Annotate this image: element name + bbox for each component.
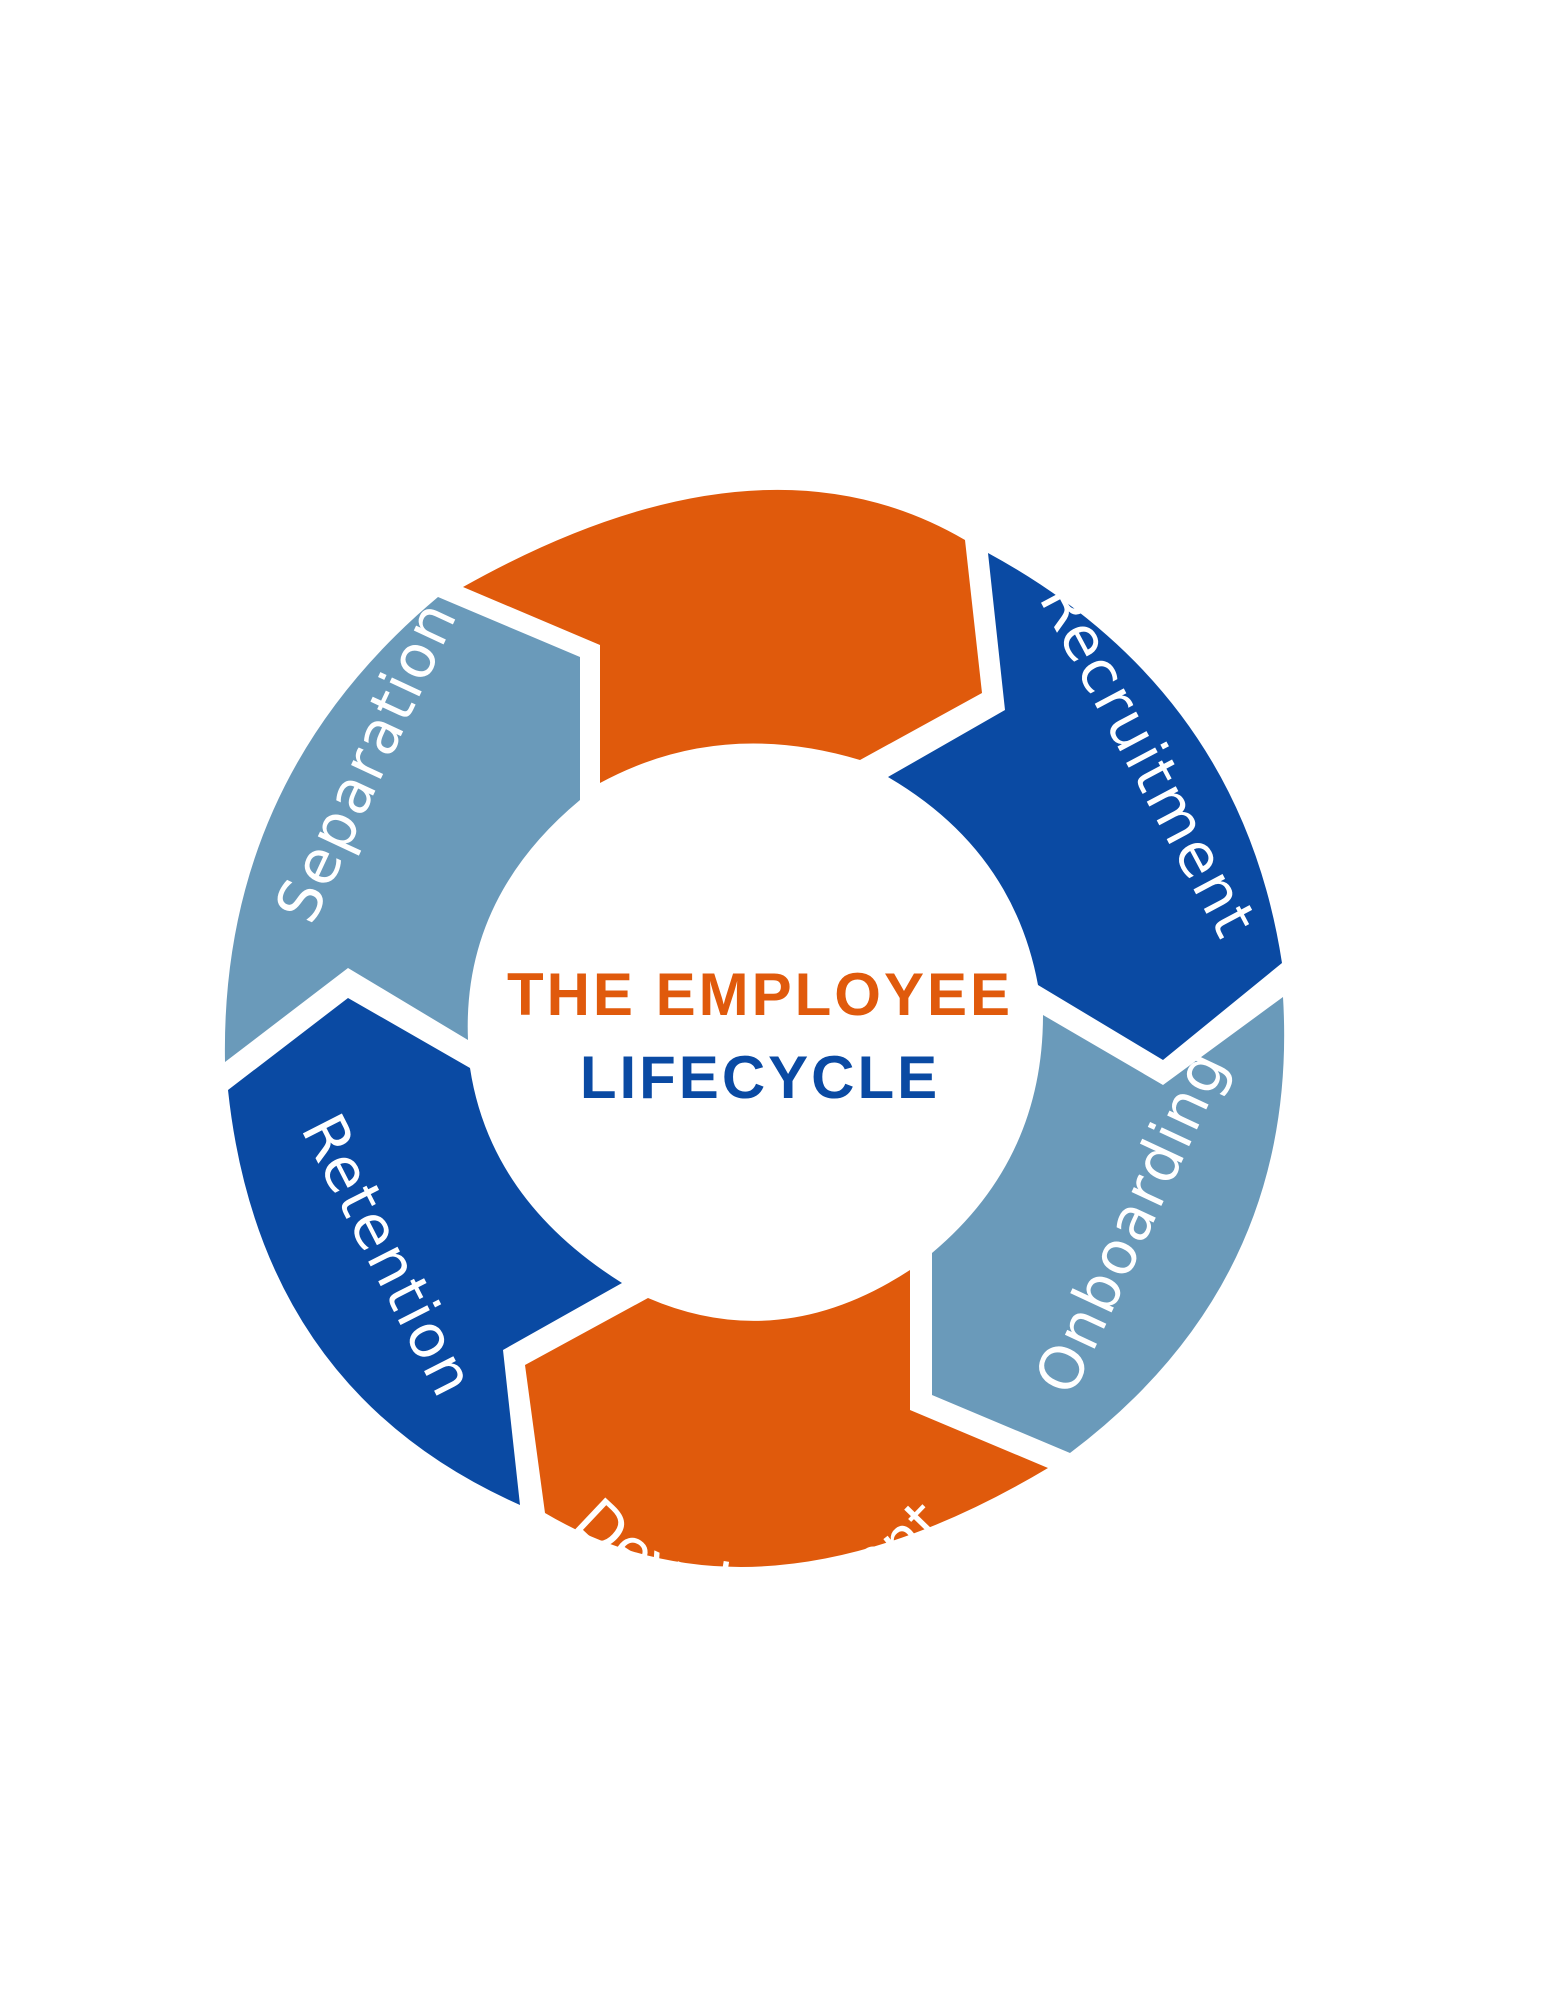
segment-recruitment: [888, 553, 1282, 1060]
center-title-line1: THE EMPLOYEE: [507, 961, 1013, 1028]
segment-development: [525, 1270, 1048, 1567]
stage-label-attraction: Attraction: [583, 335, 937, 451]
center-title-line2: LIFECYCLE: [580, 1044, 940, 1111]
segment-separation: [224, 597, 581, 1062]
segment-retention: [228, 998, 622, 1505]
segment-attraction: [463, 489, 982, 783]
segment-onboarding: [932, 997, 1285, 1453]
stage-onboarding[interactable]: Onboarding: [932, 997, 1285, 1453]
